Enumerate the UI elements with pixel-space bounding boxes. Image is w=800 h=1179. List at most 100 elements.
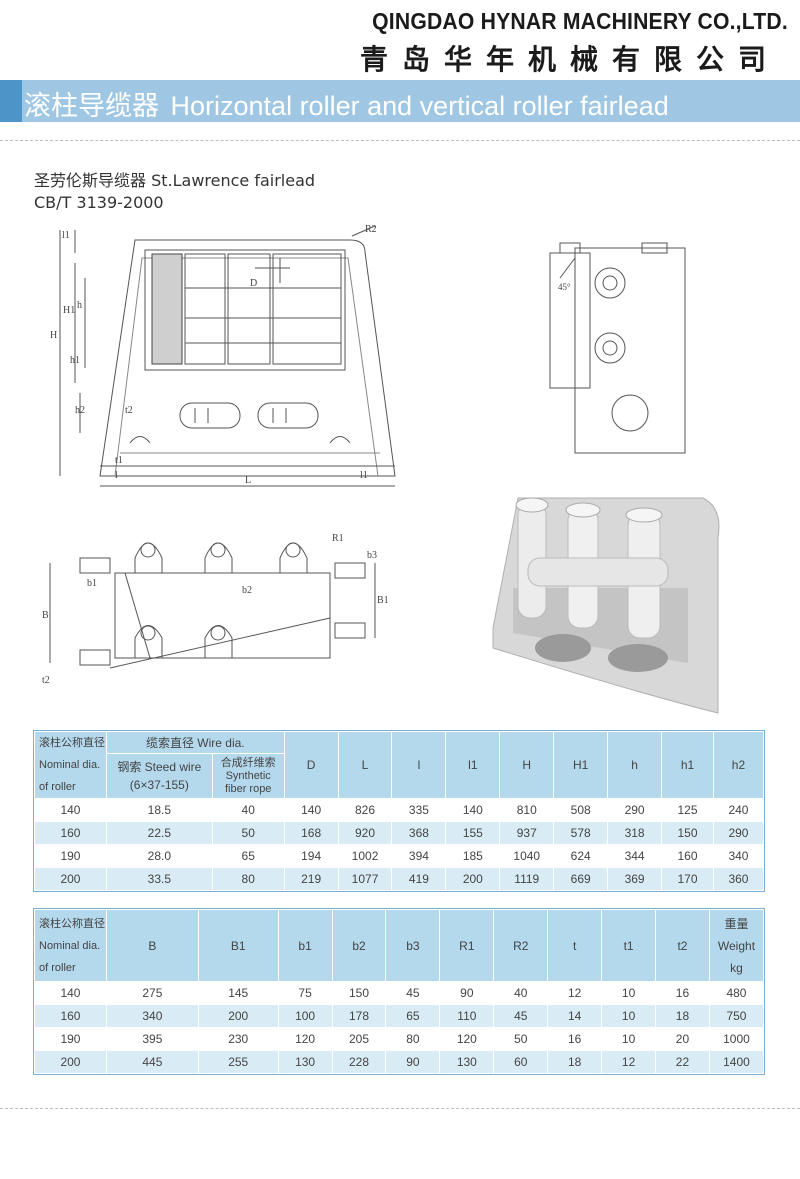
table-cell: 360: [712, 867, 765, 891]
t1-header-synthetic-1: 合成纤维索: [220, 756, 276, 769]
t2-header-weight-cn: 重量: [724, 916, 749, 931]
table-cell: 1000: [708, 1027, 765, 1051]
table-cell: 28.0: [105, 844, 213, 868]
label-angle: 45°: [558, 282, 571, 292]
table-cell: 60: [493, 1050, 549, 1074]
t1-header-nominal: 滚柱公称直径 Nominal dia. of roller: [34, 731, 107, 799]
table-cell: 90: [385, 1050, 441, 1074]
t1-header-l: l: [391, 731, 447, 799]
t2-header-t: t: [547, 909, 603, 982]
table-cell: 140: [283, 798, 339, 822]
table-cell: 120: [439, 1027, 495, 1051]
label-R2: R2: [365, 224, 377, 235]
table-cell: 12: [547, 981, 603, 1005]
t1-header-D: D: [283, 731, 339, 799]
table-cell: 340: [105, 1004, 199, 1028]
label-B1: B1: [377, 595, 389, 606]
t1-header-nominal-en1: Nominal dia.: [39, 759, 101, 771]
company-name-cn: 青岛华年机械有限公司: [359, 43, 780, 76]
front-view: [59, 225, 396, 487]
spec-table-2: 滚柱公称直径 Nominal dia. of roller B B1 b1 b2…: [33, 908, 765, 1075]
label-t1: t1: [115, 455, 123, 466]
divider-top: [0, 140, 800, 141]
label-B: B: [42, 610, 49, 621]
table-cell: 826: [337, 798, 393, 822]
table-cell: 160: [34, 821, 107, 845]
table-cell: 185: [445, 844, 501, 868]
t2-header-t2: t2: [655, 909, 710, 982]
technical-drawing: l1 H1 h H h1 h2 t2 t1 l L l1 D R2 45°: [42, 224, 686, 686]
table-cell: 80: [211, 867, 285, 891]
table-cell: 125: [661, 798, 714, 822]
table-cell: 45: [385, 981, 441, 1005]
table-cell: 18.5: [105, 798, 213, 822]
label-b1: b1: [87, 578, 97, 589]
t2-header-R1: R1: [439, 909, 495, 982]
table-cell: 190: [34, 844, 107, 868]
table-cell: 75: [277, 981, 333, 1005]
divider-bottom: [0, 1108, 800, 1109]
table-cell: 1077: [337, 867, 393, 891]
t2-header-b2: b2: [331, 909, 387, 982]
subtitle-standard: CB/T 3139-2000: [34, 193, 164, 212]
t1-header-steel: 钢索 Steed wire (6×37-155): [105, 753, 213, 799]
table-cell: 395: [105, 1027, 199, 1051]
table-cell: 140: [34, 798, 107, 822]
t2-header-R2: R2: [493, 909, 549, 982]
table-cell: 920: [337, 821, 393, 845]
table-cell: 394: [391, 844, 447, 868]
table-cell: 318: [607, 821, 663, 845]
table-cell: 228: [331, 1050, 387, 1074]
t1-header-steel-1: 钢索 Steed wire: [117, 760, 202, 774]
table-cell: 40: [493, 981, 549, 1005]
spec-table-1: 滚柱公称直径 Nominal dia. of roller 缆索直径 Wire …: [33, 730, 765, 892]
page-title: 滚柱导缆器 Horizontal roller and vertical rol…: [24, 84, 669, 123]
table-cell: 140: [34, 981, 107, 1005]
table-cell: 369: [607, 867, 663, 891]
subtitle-name: 圣劳伦斯导缆器 St.Lawrence fairlead: [34, 171, 316, 190]
table-cell: 50: [211, 821, 285, 845]
table-cell: 508: [553, 798, 609, 822]
t1-header-h1: h1: [661, 731, 714, 799]
table-cell: 110: [439, 1004, 495, 1028]
front-view-labels: l1 H1 h H h1 h2 t2 t1 l L l1 D R2: [50, 224, 377, 486]
table-cell: 937: [499, 821, 555, 845]
product-photo: [492, 497, 720, 714]
t1-header-h: h: [607, 731, 663, 799]
table-cell: 22: [655, 1050, 710, 1074]
t2-header-nominal-en1: Nominal dia.: [39, 939, 101, 952]
t2-header-B1: B1: [197, 909, 279, 982]
table-cell: 1400: [708, 1050, 765, 1074]
table-cell: 200: [34, 867, 107, 891]
t2-header-nominal-en2: of roller: [39, 961, 76, 974]
t1-header-synthetic-2: Synthetic: [225, 769, 271, 782]
table-cell: 16: [547, 1027, 603, 1051]
table-cell: 240: [712, 798, 765, 822]
label-t2-front: t2: [125, 405, 133, 416]
table-cell: 40: [211, 798, 285, 822]
table-cell: 200: [445, 867, 501, 891]
table-cell: 150: [661, 821, 714, 845]
table-cell: 335: [391, 798, 447, 822]
table-cell: 10: [601, 1004, 657, 1028]
table-cell: 18: [547, 1050, 603, 1074]
table-cell: 750: [708, 1004, 765, 1028]
table-cell: 445: [105, 1050, 199, 1074]
table-cell: 12: [601, 1050, 657, 1074]
table-cell: 194: [283, 844, 339, 868]
table-cell: 160: [661, 844, 714, 868]
t1-header-nominal-en2: of roller: [39, 781, 76, 793]
table-cell: 145: [197, 981, 279, 1005]
table-cell: 419: [391, 867, 447, 891]
label-H: H: [50, 330, 57, 341]
table-cell: 20: [655, 1027, 710, 1051]
table-cell: 22.5: [105, 821, 213, 845]
label-l1-bottom: l1: [360, 470, 368, 481]
table-cell: 80: [385, 1027, 441, 1051]
table-cell: 275: [105, 981, 199, 1005]
table-cell: 170: [661, 867, 714, 891]
